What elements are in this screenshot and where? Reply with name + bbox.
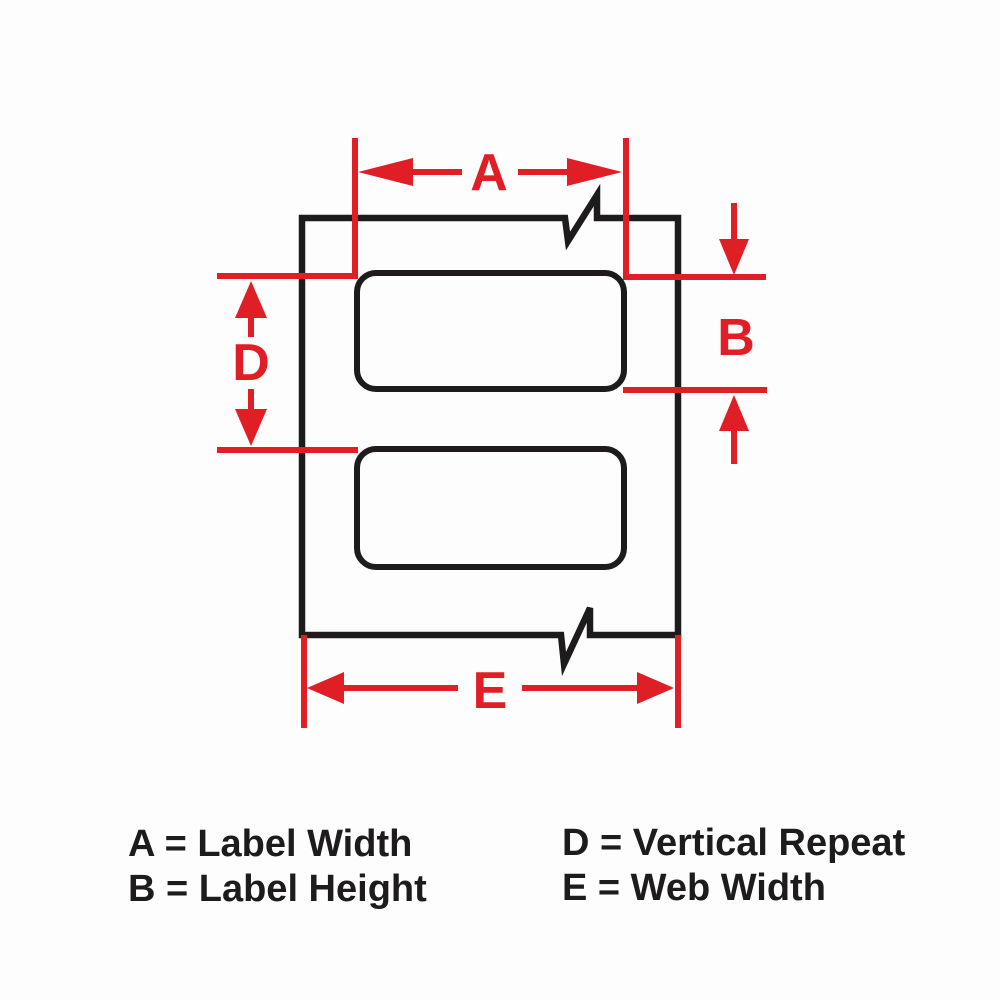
d-arrow-up (235, 281, 267, 337)
legend-item-e: E = Web Width (562, 867, 826, 909)
legend: A = Label Width B = Label Height D = Ver… (128, 822, 906, 910)
a-arrowhead-right-icon (567, 158, 622, 186)
dimension-e: E (301, 635, 681, 728)
a-arrow-left (358, 158, 462, 186)
web-liner-outline (298, 183, 682, 677)
e-arrow-left (307, 672, 458, 704)
b-arrowhead-down-icon (719, 239, 749, 275)
b-arrow-down (719, 203, 749, 275)
d-arrowhead-down-icon (235, 409, 267, 446)
a-arrowhead-left-icon (358, 158, 413, 186)
b-arrowhead-up-icon (719, 395, 749, 431)
d-arrow-down (235, 389, 267, 446)
legend-item-d: D = Vertical Repeat (562, 822, 906, 864)
e-arrowhead-right-icon (637, 672, 674, 704)
label-1-rect (354, 270, 627, 392)
b-letter: B (717, 309, 755, 367)
legend-item-b: B = Label Height (128, 868, 427, 910)
legend-item-a: A = Label Width (128, 823, 412, 865)
a-arrow-right (518, 158, 622, 186)
e-arrowhead-left-icon (307, 672, 344, 704)
label-2-rect (354, 446, 627, 570)
d-arrowhead-up-icon (235, 281, 267, 318)
dimension-d: D (217, 273, 358, 453)
dimension-b: B (623, 203, 767, 464)
e-arrow-right (522, 672, 674, 704)
a-letter: A (470, 144, 508, 202)
e-letter: E (473, 662, 508, 720)
b-arrow-up (719, 395, 749, 464)
d-letter: D (232, 334, 270, 392)
dimension-a: A (352, 138, 629, 277)
